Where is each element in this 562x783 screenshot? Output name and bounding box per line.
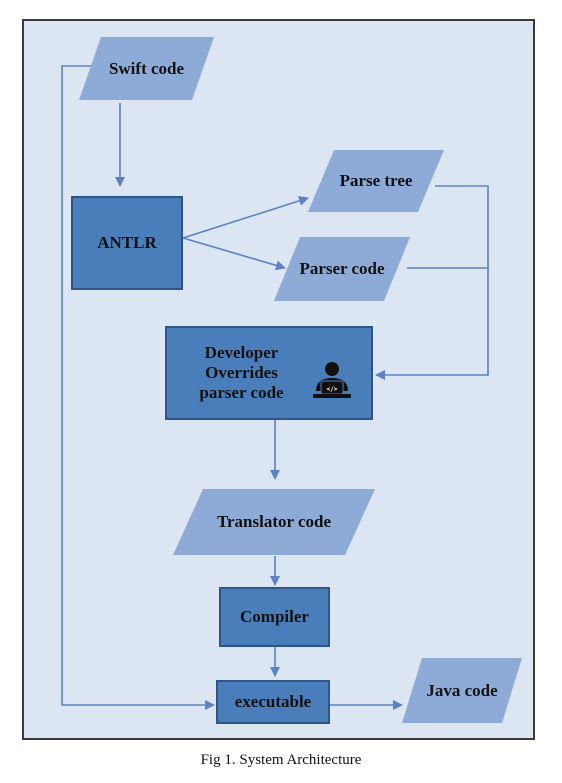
developer-laptop-icon: </> [313, 362, 351, 398]
parser-code-label: Parser code [299, 259, 385, 278]
figure-caption: Fig 1. System Architecture [200, 752, 362, 768]
antlr-node: ANTLR [71, 196, 183, 290]
swift-code-label: Swift code [108, 58, 185, 78]
antlr-label: ANTLR [97, 233, 157, 252]
translator-code-node: Translator code [173, 489, 375, 555]
translator-code-label: Translator code [216, 512, 332, 531]
translator-code-shape [173, 489, 375, 555]
developer-label: Developer Overrides parser code [199, 343, 283, 403]
java-code-shape [402, 658, 522, 723]
parser-code-node: Parser code [274, 237, 410, 301]
java-code-label: Java code [426, 680, 498, 700]
java-code-node: Java code [402, 658, 522, 723]
executable-label: executable [234, 692, 312, 711]
executable-node: executable [216, 680, 330, 724]
parse-tree-label: Parse tree [339, 171, 413, 190]
parser-code-shape [274, 237, 410, 301]
compiler-label: Compiler [240, 607, 309, 626]
compiler-node: Compiler [219, 587, 330, 647]
svg-text:</>: </> [327, 386, 338, 393]
parse-tree-node: Parse tree [308, 150, 444, 212]
parse-tree-shape [308, 150, 444, 212]
developer-node: Developer Overrides parser code </> [165, 326, 373, 420]
developer-label-line-2: Overrides [205, 363, 278, 382]
developer-label-line-1: Developer [204, 343, 279, 362]
developer-label-line-3: parser code [199, 383, 284, 402]
swift-code-shape [79, 37, 214, 100]
swift-code-node: Swift code [79, 37, 214, 100]
